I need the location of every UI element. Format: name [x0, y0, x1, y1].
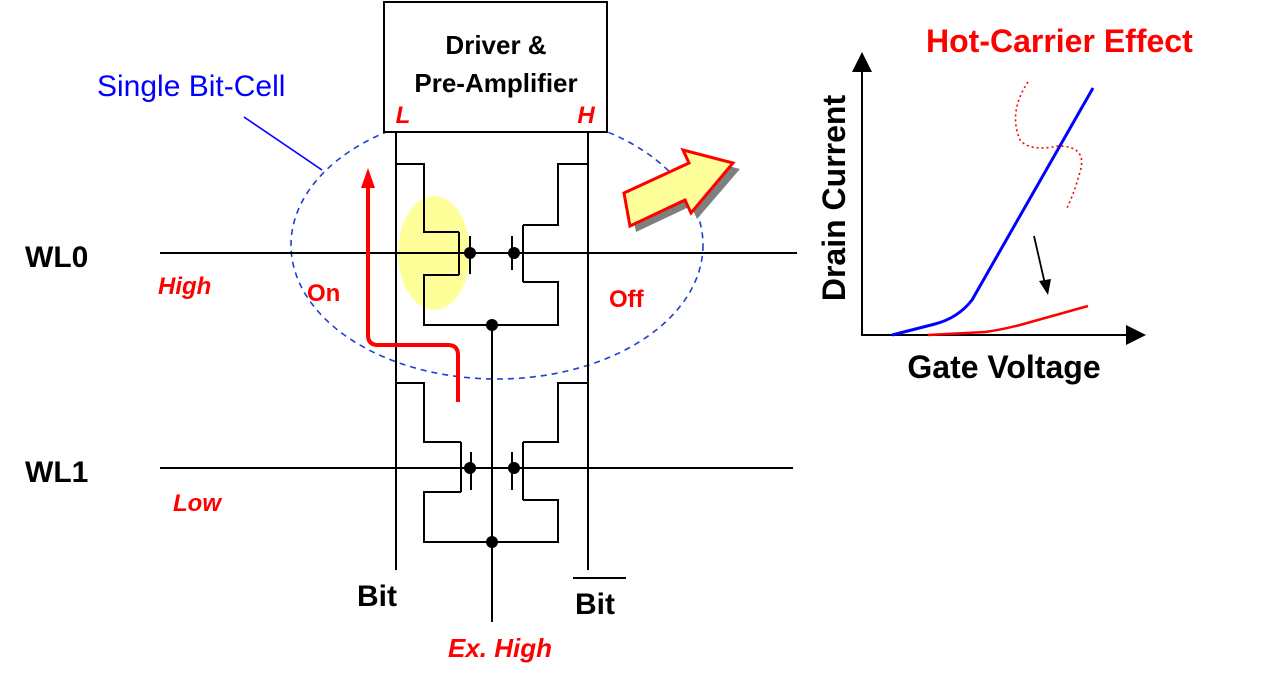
bit-bar-label: Bit	[575, 588, 615, 621]
initial-current-curve	[891, 87, 1095, 337]
graph-ylabel: Drain Current	[816, 95, 852, 302]
graph-title: Hot-Carrier Effect	[926, 23, 1193, 59]
off-state-label: Off	[609, 286, 645, 313]
degraded-current-curve	[927, 304, 1089, 337]
bit-label: Bit	[357, 580, 397, 613]
wl0-state: High	[158, 273, 211, 300]
degradation-arrow	[1033, 235, 1051, 295]
wl1-label: WL1	[25, 456, 88, 489]
driver-terminal-low: L	[396, 102, 411, 129]
wl0-label: WL0	[25, 241, 88, 274]
shift-indicator-squiggle	[1014, 81, 1083, 211]
current-path-arrow	[361, 168, 460, 402]
word-lines	[160, 252, 797, 469]
single-bit-cell-label: Single Bit-Cell	[97, 70, 285, 103]
driver-label-line2: Pre-Amplifier	[414, 68, 577, 98]
block-arrow-icon	[622, 147, 740, 232]
single-bit-cell-pointer	[243, 116, 323, 171]
on-state-label: On	[307, 280, 340, 307]
driver-label-line1: Driver &	[445, 30, 546, 60]
graph-xlabel: Gate Voltage	[907, 349, 1100, 385]
driver-box	[383, 1, 608, 133]
wl1-state: Low	[173, 490, 222, 517]
ex-high-label: Ex. High	[448, 633, 552, 663]
single-bit-cell-outline	[290, 110, 704, 380]
graph-axes	[852, 52, 1146, 345]
driver-terminal-high: H	[577, 102, 595, 129]
bit-lines	[395, 132, 589, 622]
junction-dots	[464, 247, 520, 548]
